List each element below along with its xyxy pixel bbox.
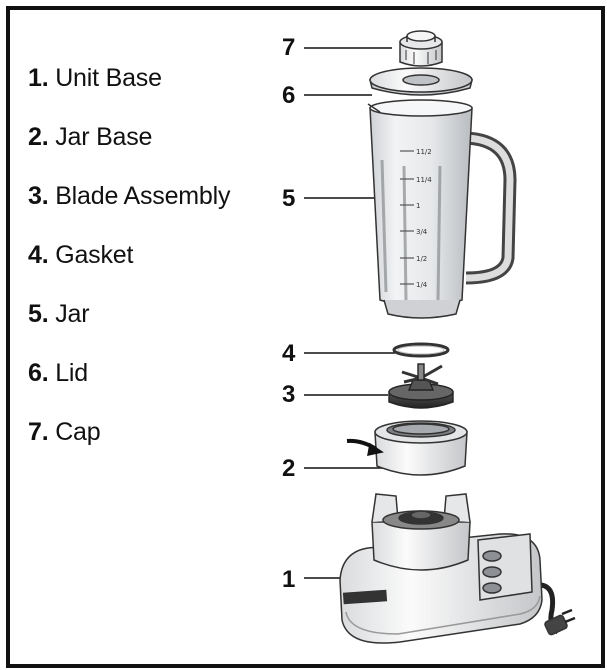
lid-part bbox=[370, 68, 472, 95]
jar-base-part bbox=[347, 421, 467, 475]
blade-assembly-part bbox=[389, 364, 453, 408]
jar-mark-2: 11/4 bbox=[416, 176, 432, 184]
cap-part bbox=[400, 31, 442, 66]
gasket-part bbox=[394, 344, 448, 356]
jar-mark-3: 1 bbox=[416, 202, 420, 210]
jar-mark-4: 3/4 bbox=[416, 228, 428, 236]
jar-mark-6: 1/4 bbox=[416, 281, 428, 289]
plug bbox=[544, 610, 575, 636]
unit-base-part bbox=[340, 494, 575, 643]
jar-part: 11/2 11/4 1 3/4 1/2 1/4 bbox=[368, 100, 510, 318]
jar-mark-5: 1/2 bbox=[416, 255, 427, 263]
jar-mark-1: 11/2 bbox=[416, 148, 432, 156]
